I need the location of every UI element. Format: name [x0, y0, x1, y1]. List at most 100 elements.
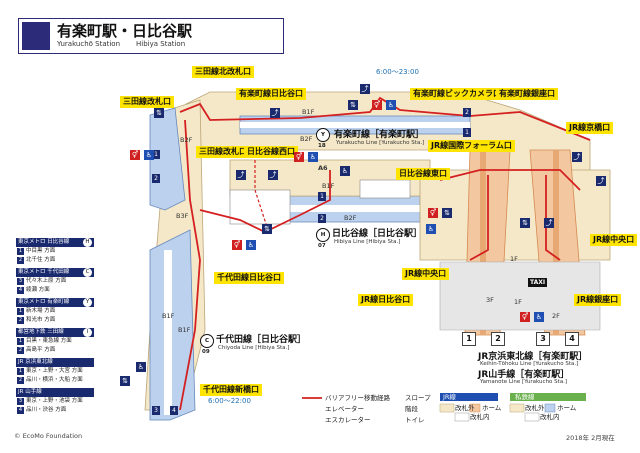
floor-b1f-a: B1F: [302, 108, 315, 116]
wheelchair-icon: ♿: [386, 100, 396, 110]
yurakucho-code: 18: [318, 143, 326, 149]
platform-num: 3: [152, 406, 160, 415]
escalator-icon: ⤴: [268, 170, 278, 180]
platform-num: 2: [152, 174, 160, 183]
jr-platform-num: 2: [491, 332, 505, 346]
route-line-2: [179, 119, 201, 411]
legend-jr-swatch: [440, 393, 498, 401]
floor-b3f: B3F: [176, 212, 189, 220]
legend-badge: Y: [83, 298, 92, 307]
elevator-icon: ⇅: [120, 376, 130, 386]
exit-jr-central2: JR線中央口: [402, 268, 450, 280]
legend-route: バリアフリー移動経路: [325, 394, 390, 402]
floor-b1f-b: B1F: [322, 182, 335, 190]
legend-private-head: 私鉄線: [515, 393, 535, 401]
copyright: © EcoMo Foundation: [14, 432, 83, 440]
subtitle-hibiya: Hibiya Station: [136, 40, 186, 48]
legend-escalator: エスカレーター: [325, 416, 371, 424]
route-line-5: [469, 175, 489, 261]
exit-jr-hibiya: JR線日比谷口: [358, 294, 414, 306]
platform-chiyoda-stripe: [164, 250, 172, 415]
legend-head-keihin: JR 京浜東北線: [16, 358, 94, 367]
legend-elevator: エレベーター: [325, 405, 364, 413]
wheelchair-icon: ♿: [246, 240, 256, 250]
wheelchair-icon: ♿: [534, 312, 544, 322]
legend-outside-b: 改札外: [525, 404, 545, 412]
floor-b1f-d: B1F: [178, 326, 191, 334]
hours-chiyoda-shinbashi: 6:00～22:00: [208, 397, 251, 405]
toilet-icon: ⚥: [520, 312, 530, 322]
exit-yurakucho-ginza: 有楽町線銀座口: [496, 88, 558, 100]
route-line-dashed: [254, 150, 269, 231]
legend-private-swatch: [510, 393, 586, 401]
exit-yurakucho-hibiya: 有楽町線日比谷口: [236, 88, 306, 100]
legend-inside-b: 改札内: [540, 413, 560, 421]
toilet-icon: ⚥: [428, 208, 438, 218]
train-logo-icon: [22, 22, 50, 50]
chiyoda-badge-icon: C: [200, 334, 214, 348]
elevator-icon: ⇅: [154, 108, 164, 118]
stairs-block-2: [359, 179, 411, 199]
chiyoda-code: 09: [202, 349, 210, 355]
platform-num: 4: [170, 406, 178, 415]
escalator-icon: ⤴: [236, 170, 246, 180]
toilet-icon: ⚥: [372, 100, 382, 110]
floor-3f: 3F: [486, 296, 494, 304]
toilet-icon: ⚥: [294, 152, 304, 162]
legend-slope: スロープ: [405, 394, 431, 402]
exit-mita-north: 三田線北改札口: [192, 66, 254, 78]
platform-num: 1: [152, 150, 160, 159]
legend-badge: I: [83, 328, 92, 337]
floor-1f-b: 1F: [514, 298, 522, 306]
date-label: 2018年 2月現在: [566, 434, 615, 442]
map-legend: バリアフリー移動経路 スロープ エレベーター 階段 エスカレーター トイレ JR…: [297, 393, 585, 426]
hours-yurakucho-bic: 6:00～23:00: [376, 68, 419, 76]
wheelchair-icon: ♿: [426, 224, 436, 234]
exit-mita-kaisatsu: 三田線改札口: [196, 146, 250, 158]
hibiya-code: 07: [318, 243, 326, 249]
legend-head-yamanote: JR 山手線: [16, 388, 94, 397]
chiyoda-line-sub: Chiyoda Line [Hibiya Sta.]: [218, 345, 290, 351]
exit-hibiya-west: 日比谷線西口: [244, 146, 298, 158]
legend-toilet: トイレ: [405, 416, 425, 424]
exit-yurakucho-bic: 有楽町線ビックカメラ口: [410, 88, 504, 100]
exit-jr-forum: JR線国際フォーラム口: [428, 140, 515, 152]
elevator-icon: ⇅: [442, 208, 452, 218]
legend-pr-outside: [509, 403, 525, 413]
floor-b1f-c: B1F: [162, 312, 175, 320]
track-jr-1: [480, 150, 486, 335]
elevator-icon: ⇅: [520, 218, 530, 228]
hibiya-line-name: 日比谷線［日比谷駅］: [332, 229, 423, 239]
exit-jr-central: JR線中央口: [590, 234, 638, 246]
route-line-3: [199, 170, 331, 233]
exit-jr-ginza: JR線銀座口: [574, 294, 622, 306]
yurakucho-line-name: 有楽町線［有楽町駅］: [334, 130, 425, 140]
legend-pr-home: [544, 403, 556, 413]
elevator-icon: ⇅: [348, 100, 358, 110]
wheelchair-icon: ♿: [144, 150, 154, 160]
escalator-icon: ⤴: [596, 176, 606, 186]
hibiya-line-sub: Hibiya Line [Hibiya Sta.]: [334, 239, 401, 245]
jr-platform-num: 1: [462, 332, 476, 346]
page-title: 有楽町駅・日比谷駅: [57, 22, 193, 40]
hibiya-badge-icon: H: [316, 228, 330, 242]
legend-badge: C: [83, 268, 92, 277]
platform-yurakucho-stripe: [240, 122, 470, 128]
jr-1f-area: [439, 261, 601, 331]
exit-jr-kyobashi: JR線京橋口: [566, 122, 614, 134]
route-line-6: [545, 175, 561, 261]
jr-keihin-name: JR京浜東北線［有楽町駅］: [478, 352, 588, 362]
wheelchair-icon: ♿: [340, 166, 350, 176]
legend-jr-inside: [454, 412, 470, 422]
escalator-icon: ⤴: [270, 108, 280, 118]
